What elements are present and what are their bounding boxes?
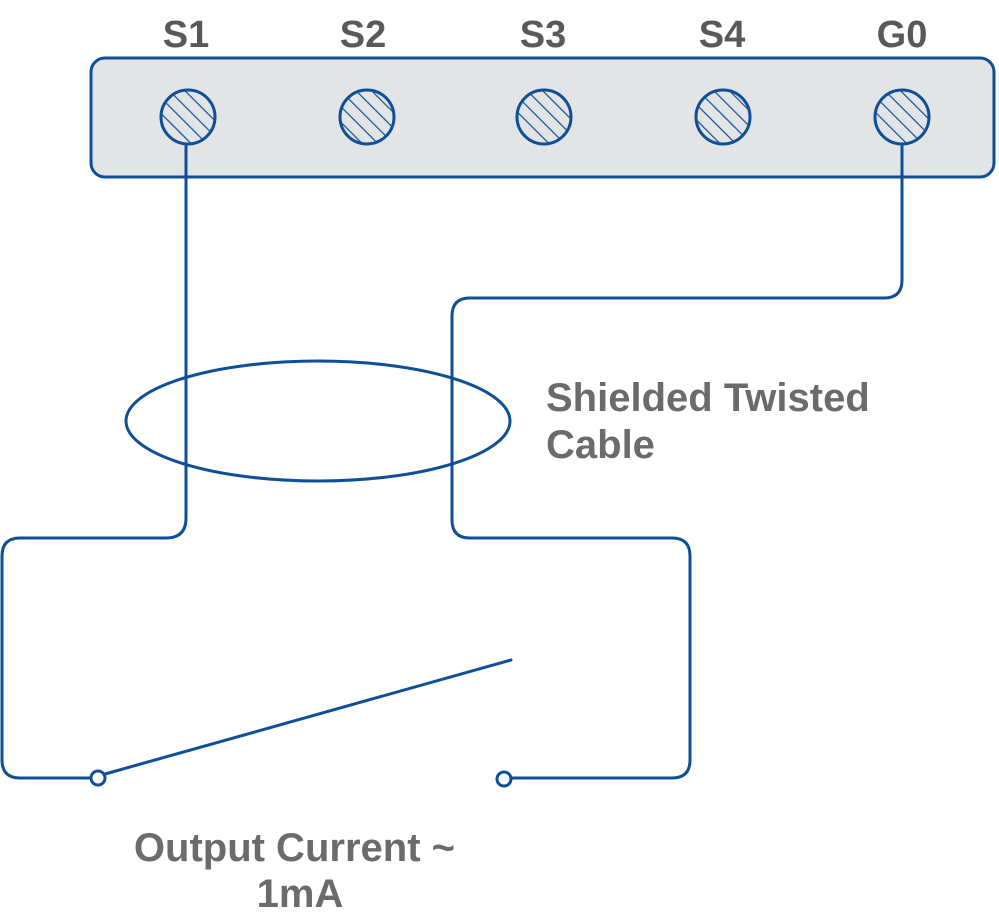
terminal-labels: S1 S2 S3 S4 G0 (163, 14, 928, 56)
screw-icon-g0 (873, 88, 931, 146)
terminal-label-s2: S2 (340, 14, 386, 56)
terminal-label-s3: S3 (520, 14, 566, 56)
cable-shield-ellipse (124, 359, 512, 483)
screw-icon-s4 (694, 88, 752, 146)
switch-contact-right (495, 770, 513, 788)
cable-label: Shielded Twisted Cable (546, 376, 881, 467)
switch-lever (103, 658, 513, 776)
output-label-line2: 1mA (257, 872, 344, 916)
terminal-label-s4: S4 (699, 14, 745, 56)
screw-icon-s2 (338, 88, 396, 146)
switch-contact-left (89, 769, 107, 787)
wire-g0 (450, 142, 904, 780)
cable-label-line2: Cable (546, 423, 655, 467)
screw-icon-s1 (159, 88, 217, 146)
switch (89, 658, 513, 788)
wire-s1 (0, 142, 188, 780)
terminal-label-g0: G0 (877, 14, 928, 56)
cable-label-line1: Shielded Twisted (546, 376, 870, 420)
terminal-label-s1: S1 (163, 14, 209, 56)
output-label-line1: Output Current ~ (134, 826, 455, 870)
output-label: Output Current ~ 1mA (134, 826, 466, 916)
terminal-screws (159, 88, 931, 146)
screw-icon-s3 (515, 88, 573, 146)
